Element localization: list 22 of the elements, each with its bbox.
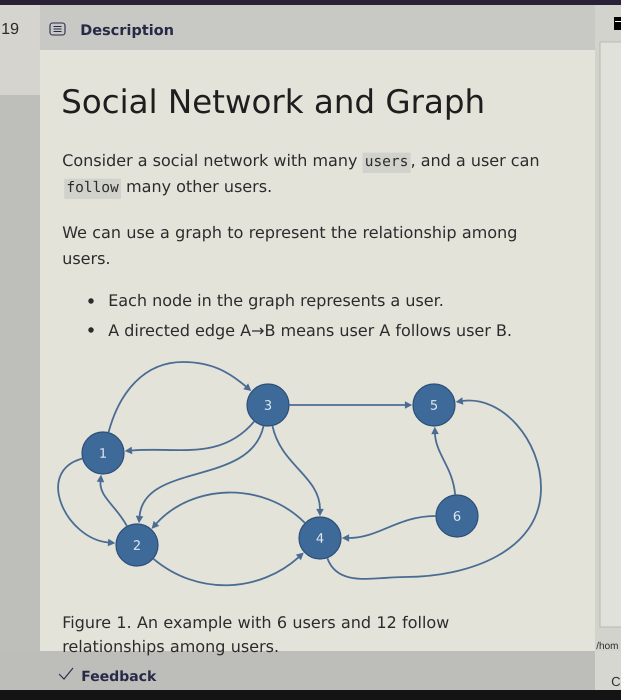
graph-node: 5 <box>412 383 456 427</box>
paragraph: We can use a graph to represent the relationship among users. <box>62 226 516 264</box>
side-button: C <box>595 651 621 690</box>
graph-node: 4 <box>298 516 342 560</box>
label: follow <box>68 180 119 192</box>
figure-caption: Figure 1. An example with 6 users and 12 follow relationships among users. <box>64 616 449 656</box>
section-heading: Description <box>82 24 173 38</box>
list-item: A directed edge A→B means user A follows user B. <box>108 324 510 340</box>
graph-node: 3 <box>246 383 290 427</box>
graph-node: 2 <box>115 523 159 567</box>
feedback-link: Feedback <box>82 670 157 682</box>
graph-node: 1 <box>81 431 125 475</box>
path-text: /hom <box>596 642 618 650</box>
label: Consider a social network with many <box>63 154 357 170</box>
graph-node: 6 <box>435 494 479 538</box>
list-item: Each node in the graph represents a user. <box>110 294 442 310</box>
title: Social Network and Graph <box>63 88 482 120</box>
label: , and a user can <box>412 154 538 168</box>
label: users <box>366 158 407 166</box>
paragraph: Consider a social network with many users , and a user can follow many other users. <box>63 152 538 199</box>
label: many other users. <box>128 180 270 196</box>
sidebar-tab: 19 <box>0 5 40 95</box>
